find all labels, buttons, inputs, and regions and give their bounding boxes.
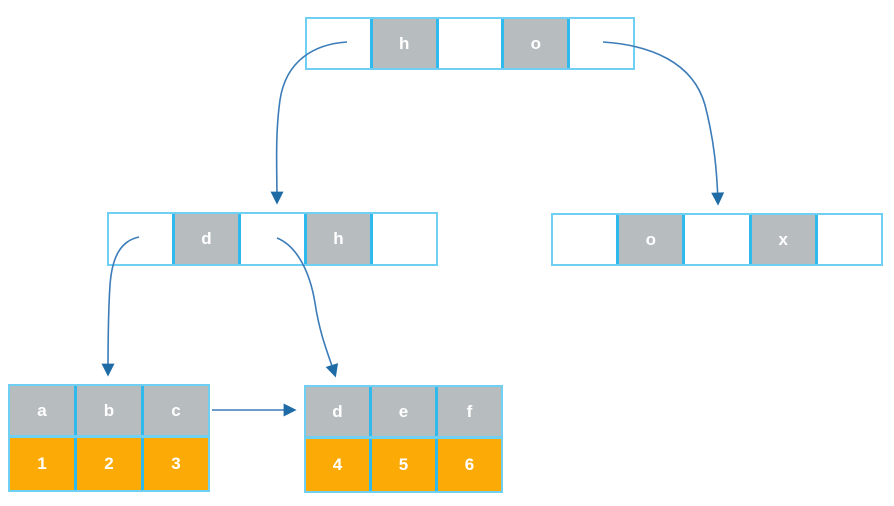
key-cell: b — [74, 386, 141, 435]
pointer-cell — [109, 214, 172, 264]
pointer-cell — [435, 19, 502, 68]
key-cell: d — [306, 387, 369, 436]
key-cell: h — [304, 214, 370, 264]
key-cell: o — [501, 19, 568, 68]
leaf-node-left: a b c 1 2 3 — [8, 384, 210, 492]
internal-node-left: d h — [107, 212, 438, 266]
pointer-cell — [682, 215, 748, 264]
key-cell: f — [435, 387, 501, 436]
pointer-cell — [553, 215, 616, 264]
key-cell: x — [748, 215, 815, 264]
value-cell: 1 — [10, 438, 74, 490]
key-cell: a — [10, 386, 74, 435]
key-cell: h — [369, 19, 436, 68]
key-cell: o — [616, 215, 683, 264]
key-cell: d — [172, 214, 238, 264]
key-cell: c — [141, 386, 208, 435]
root-node: h o — [305, 17, 635, 70]
value-cell: 4 — [306, 439, 369, 491]
pointer-cell — [814, 215, 881, 264]
pointer-cell — [307, 19, 370, 68]
value-cell: 5 — [369, 439, 435, 491]
leaf-key-row: a b c — [8, 384, 210, 437]
leaf-node-right: d e f 4 5 6 — [304, 385, 503, 493]
leaf-value-row: 1 2 3 — [8, 436, 210, 492]
leaf-value-row: 4 5 6 — [304, 437, 503, 493]
leaf-key-row: d e f — [304, 385, 503, 438]
pointer-cell — [567, 19, 633, 68]
value-cell: 6 — [435, 439, 501, 491]
internal-node-right: o x — [551, 213, 883, 266]
value-cell: 2 — [74, 438, 141, 490]
pointer-cell — [238, 214, 304, 264]
pointer-cell — [370, 214, 436, 264]
value-cell: 3 — [141, 438, 208, 490]
key-cell: e — [369, 387, 435, 436]
